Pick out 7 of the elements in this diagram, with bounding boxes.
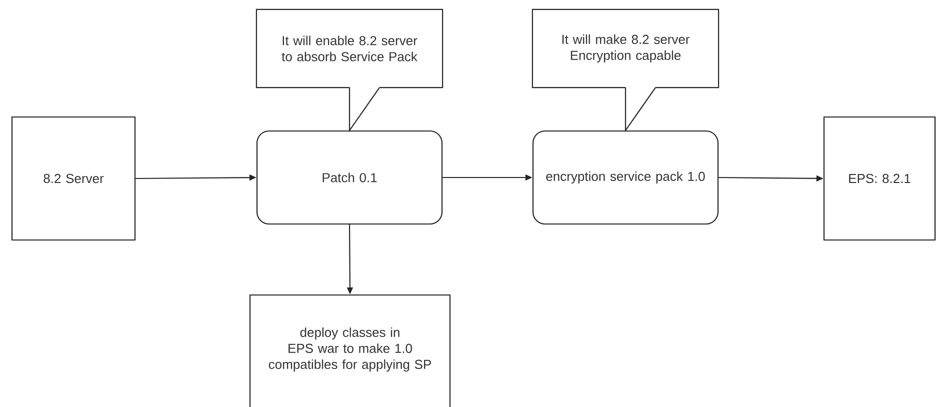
process-box: 8.2 Server: [11, 116, 136, 241]
process-box: Patch 0.1: [256, 130, 443, 225]
process-box: encryption service pack 1.0: [532, 130, 719, 225]
process-box: EPS: 8.2.1: [823, 116, 936, 241]
callout-box: It will enable 8.2 server to absorb Service Pack: [256, 8, 444, 88]
callout-box: It will make 8.2 server Encryption capable: [532, 8, 720, 88]
process-box: deploy classes in EPS war to make 1.0 compatibles for applying SP: [249, 294, 451, 407]
